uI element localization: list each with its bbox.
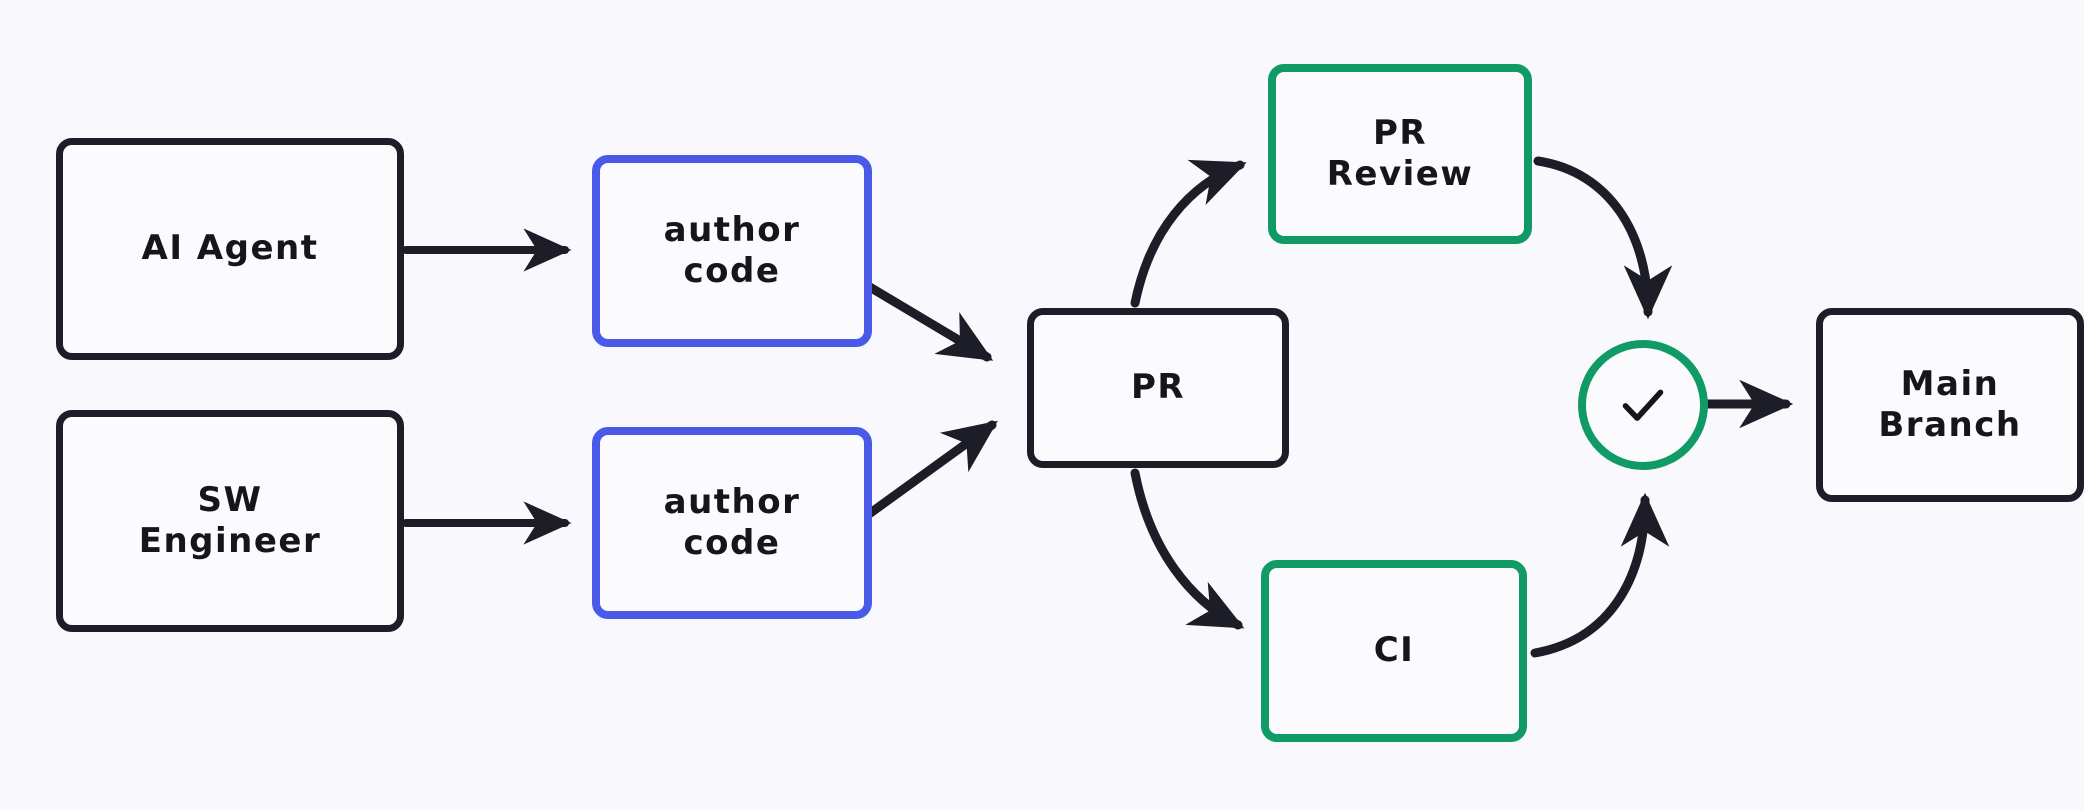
node-ci-label: CI [1373,630,1415,671]
node-pr-review-label: PR Review [1326,112,1474,194]
node-sw-engineer-label: SW Engineer [138,479,322,561]
node-pr-label: PR [1130,367,1186,408]
node-ai-agent[interactable]: AI Agent [56,138,404,360]
node-author-code-engineer[interactable]: author code [592,427,872,619]
node-sw-engineer[interactable]: SW Engineer [56,410,404,632]
check-icon [1622,389,1664,421]
node-pr-review[interactable]: PR Review [1268,64,1532,244]
node-ai-agent-label: AI Agent [141,228,319,269]
edge-pr-to-pr-review [1130,159,1247,308]
edge-author-code-agent-to-pr [853,275,994,362]
node-main-branch[interactable]: Main Branch [1816,308,2084,502]
node-author-code-agent[interactable]: author code [592,155,872,347]
node-ci[interactable]: CI [1261,560,1527,742]
edge-author-code-engineer-to-pr [853,420,998,527]
edge-ci-to-check [1530,492,1670,658]
node-author-code-agent-label: author code [663,209,801,291]
node-approved-check[interactable] [1578,340,1708,470]
node-pr[interactable]: PR [1027,308,1289,468]
node-main-branch-label: Main Branch [1878,363,2022,445]
edge-pr-review-to-check [1533,156,1673,320]
node-author-code-engineer-label: author code [663,481,801,563]
edge-pr-to-ci [1130,468,1245,630]
